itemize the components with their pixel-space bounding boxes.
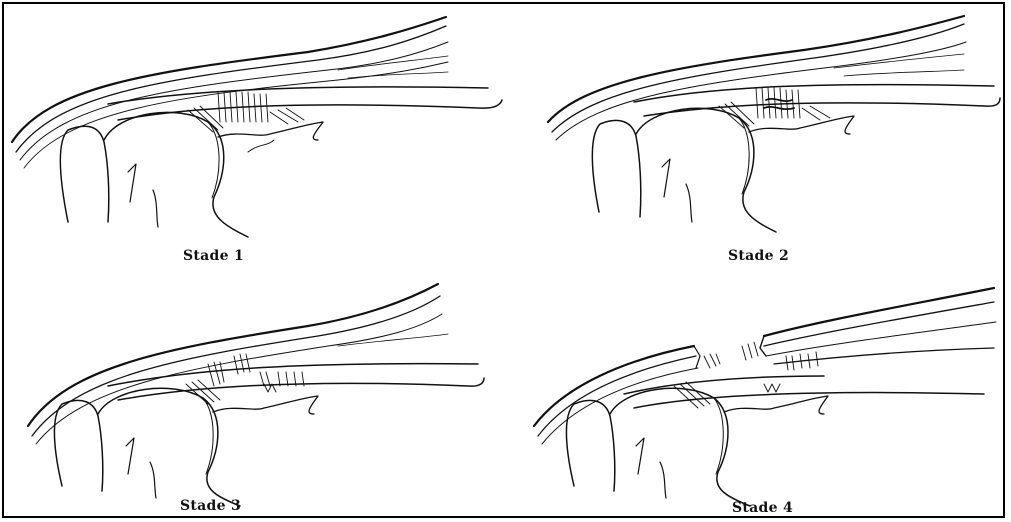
panel-stade-1: Stade 1 — [8, 12, 508, 262]
tendon-stade-4 — [674, 342, 818, 408]
shoulder-drawing-stade-2 — [544, 12, 1004, 262]
shoulder-drawing-stade-1 — [8, 12, 508, 262]
shoulder-drawing-stade-3 — [8, 276, 508, 516]
shoulder-drawing-stade-4 — [524, 276, 1004, 516]
tendon-stade-1 — [188, 92, 304, 132]
panel-stade-3: Stade 3 — [8, 276, 508, 516]
caption-stade-2: Stade 2 — [728, 248, 789, 264]
tendon-stade-2 — [719, 88, 830, 128]
caption-stade-4: Stade 4 — [732, 500, 793, 516]
panel-stade-2: Stade 2 — [544, 12, 1004, 262]
caption-stade-1: Stade 1 — [183, 248, 244, 264]
tendon-stade-3 — [186, 354, 304, 404]
panel-stade-4: Stade 4 — [524, 276, 1004, 516]
caption-stade-3: Stade 3 — [180, 498, 241, 514]
